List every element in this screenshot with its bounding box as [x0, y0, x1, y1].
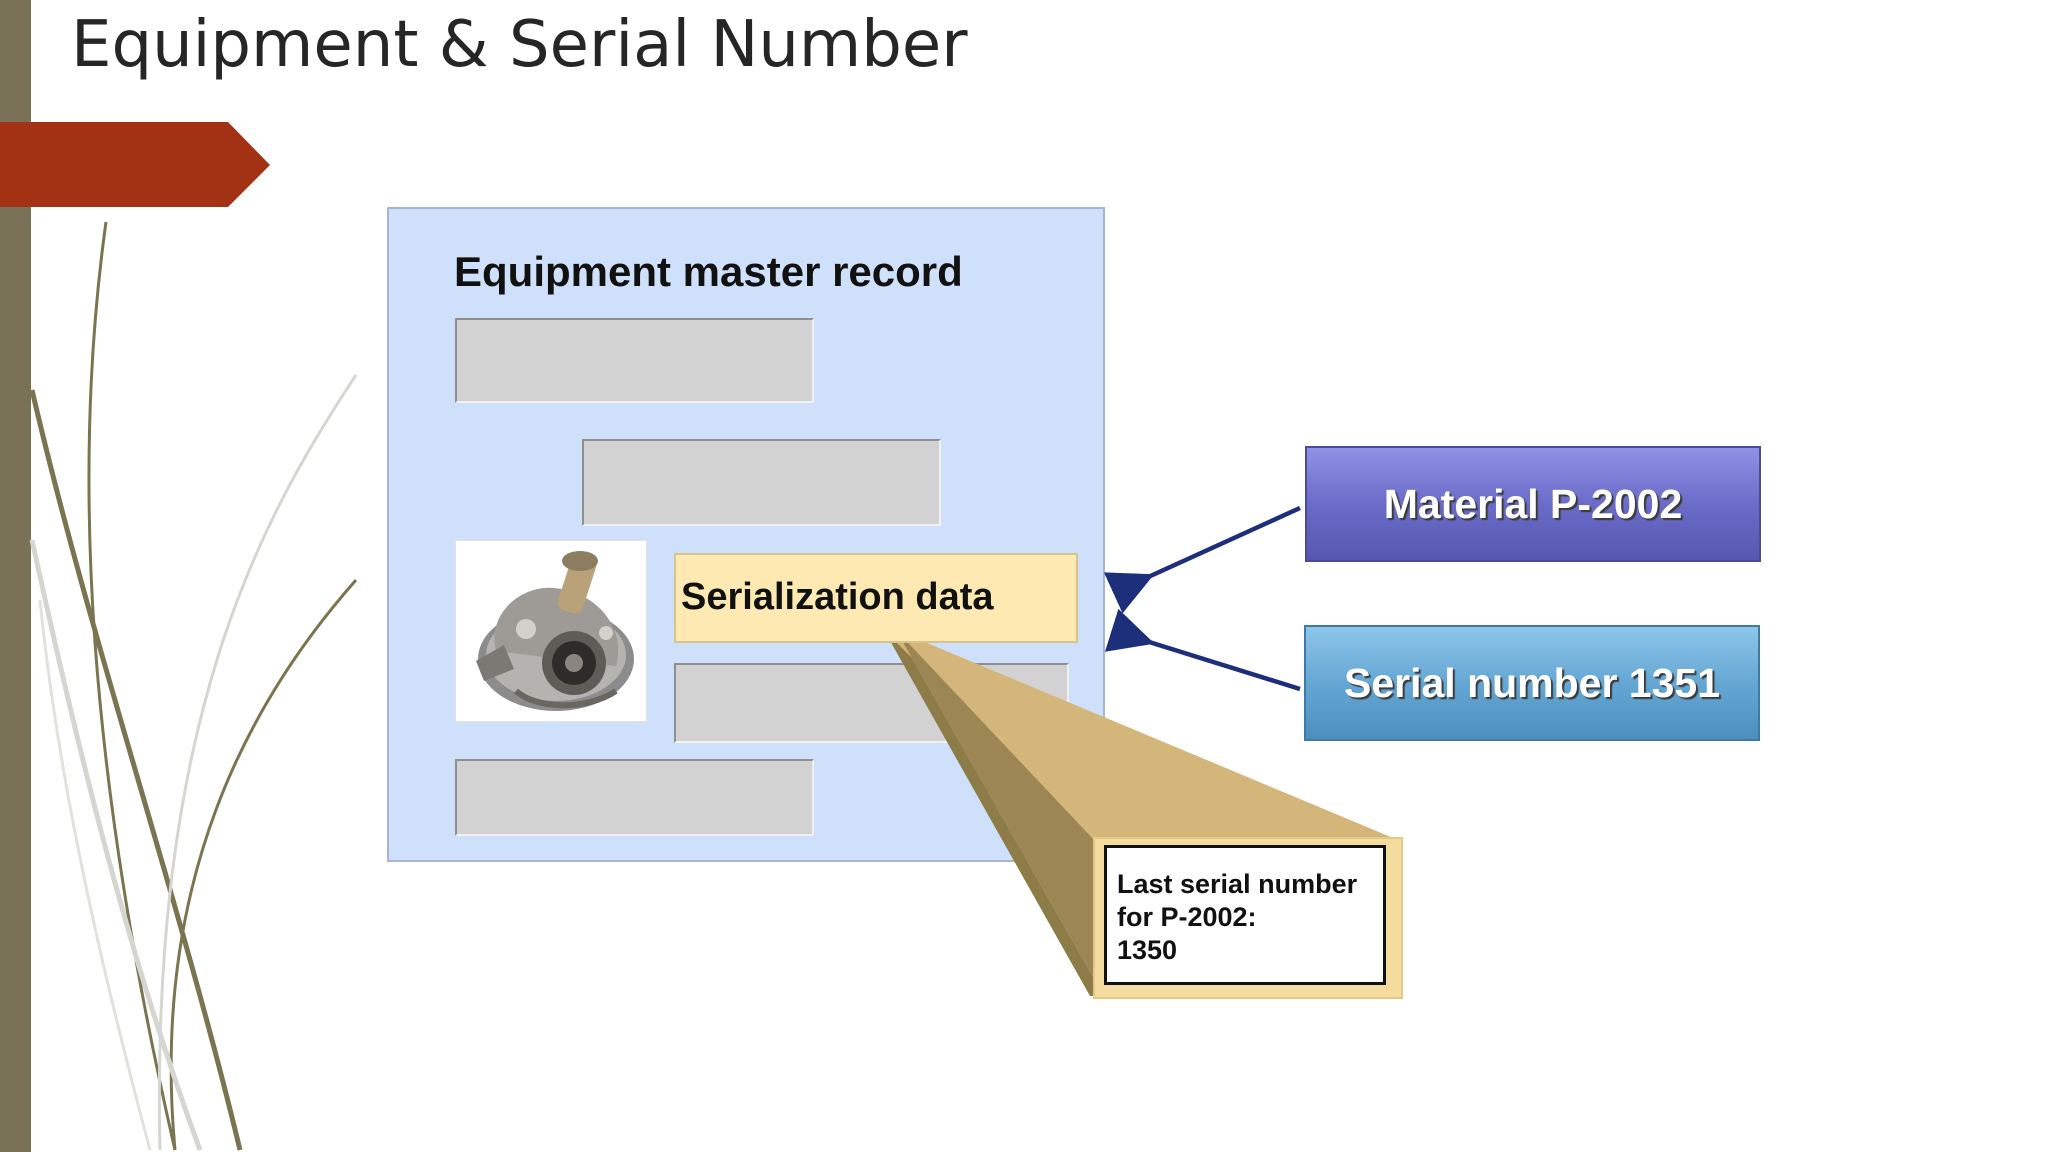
turbocharger-photo-icon — [476, 551, 634, 711]
callout-line-2: for P-2002: — [1117, 902, 1257, 932]
red-accent-tab — [0, 122, 270, 207]
curve-2 — [29, 389, 243, 1151]
master-field-3 — [674, 663, 1069, 743]
serial-number-label: Serial number 1351 — [1343, 659, 1721, 706]
serial-number-box: Serial number 1351 — [1304, 625, 1760, 741]
curve-5 — [29, 539, 203, 1151]
serialization-data-label: Serialization data — [681, 576, 994, 618]
serialization-data-box — [674, 553, 1078, 643]
master-field-2 — [582, 439, 941, 526]
curve-1 — [87, 221, 177, 1151]
page-title: Equipment & Serial Number — [71, 8, 968, 82]
callout-line-3: 1350 — [1117, 935, 1178, 965]
curve-4 — [157, 374, 358, 1151]
material-box: Material P-2002 — [1305, 446, 1761, 562]
master-field-1 — [455, 318, 814, 403]
callout-line-1: Last serial number — [1117, 869, 1358, 899]
master-field-4 — [455, 759, 814, 836]
equipment-master-title: Equipment master record — [454, 248, 963, 295]
material-label: Material P-2002 — [1383, 480, 1683, 527]
equipment-photo — [455, 540, 647, 722]
curve-3 — [169, 579, 358, 1151]
last-serial-callout: Last serial number for P-2002: 1350 — [1104, 845, 1386, 985]
curve-6 — [38, 599, 152, 1151]
